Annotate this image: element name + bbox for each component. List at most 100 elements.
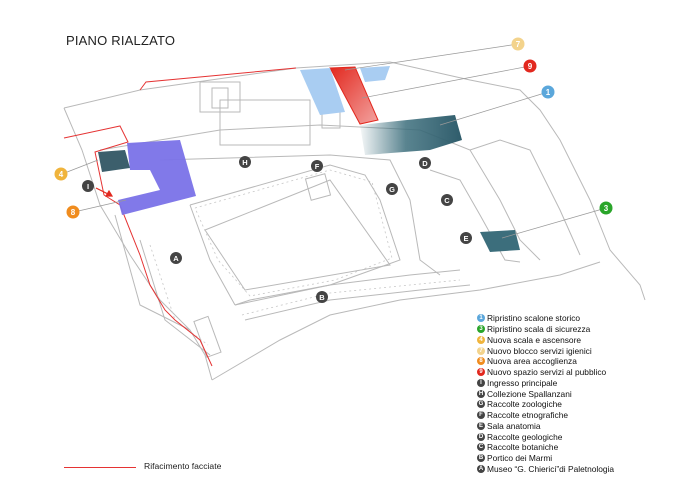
marker-C: C bbox=[441, 194, 453, 206]
marker-1: 1 bbox=[541, 85, 555, 99]
area-4-scala bbox=[98, 150, 130, 172]
facade-legend: Rifacimento facciate bbox=[64, 461, 244, 475]
leader-lines bbox=[61, 43, 607, 239]
svg-text:B: B bbox=[319, 293, 325, 302]
leader-7 bbox=[344, 43, 519, 71]
outer-wall-north bbox=[63, 61, 646, 301]
legend-label: Sala anatomia bbox=[487, 420, 541, 431]
facade-legend-line bbox=[64, 467, 136, 468]
legend-label: Ripristino scalone storico bbox=[487, 313, 581, 324]
marker-E: E bbox=[460, 232, 472, 244]
marker-H: H bbox=[239, 156, 251, 168]
legend-symbol: H bbox=[477, 389, 485, 398]
facade-legend-label: Rifacimento facciate bbox=[144, 461, 222, 471]
svg-text:4: 4 bbox=[59, 170, 64, 179]
room-stair-north bbox=[199, 81, 241, 113]
leader-4 bbox=[61, 159, 99, 175]
legend-symbol: 1 bbox=[477, 314, 485, 323]
facade-line bbox=[63, 125, 213, 367]
letter-markers: I H F D G C E A B bbox=[82, 156, 472, 303]
legend-symbol: 4 bbox=[477, 335, 485, 344]
area-8-accoglienza bbox=[118, 140, 196, 215]
legend-symbol: 3 bbox=[477, 325, 485, 334]
area-3-sicurezza bbox=[480, 230, 520, 252]
svg-text:1: 1 bbox=[546, 88, 551, 97]
legend-symbol: 8 bbox=[477, 357, 485, 366]
room-north-hall bbox=[219, 99, 311, 146]
legend-label: Raccolte geologiche bbox=[487, 431, 563, 442]
outer-wall-south bbox=[211, 261, 601, 381]
wing-east-outer bbox=[469, 139, 581, 256]
svg-text:3: 3 bbox=[604, 204, 609, 213]
courtyard-west bbox=[189, 204, 236, 306]
legend-symbol: 9 bbox=[477, 368, 485, 377]
legend-label: Nuovo blocco servizi igienici bbox=[487, 345, 592, 356]
legend-label: Ingresso principale bbox=[487, 377, 558, 388]
svg-text:8: 8 bbox=[71, 208, 76, 217]
marker-3: 3 bbox=[599, 201, 613, 215]
marker-B: B bbox=[316, 291, 328, 303]
svg-text:G: G bbox=[389, 185, 395, 194]
svg-text:A: A bbox=[173, 254, 179, 263]
svg-text:D: D bbox=[422, 159, 428, 168]
legend-label: Museo “G. Chierici”di Paletnologia bbox=[487, 463, 615, 474]
legend-label: Raccolte etnografiche bbox=[487, 410, 569, 421]
marker-I: I bbox=[82, 180, 94, 192]
legend-label: Raccolte zoologiche bbox=[487, 399, 562, 410]
area-1-scalone bbox=[360, 115, 462, 155]
leader-3 bbox=[501, 207, 607, 239]
entrance-arrow bbox=[95, 187, 114, 197]
stair-south bbox=[193, 315, 222, 358]
legend-symbol: G bbox=[477, 400, 485, 409]
marker-D: D bbox=[419, 157, 431, 169]
legend-symbol: C bbox=[477, 443, 485, 452]
legend-symbol: 7 bbox=[477, 346, 485, 355]
marker-4: 4 bbox=[54, 167, 68, 181]
legend-symbol: I bbox=[477, 378, 485, 387]
gallery-a bbox=[139, 239, 211, 356]
marker-9: 9 bbox=[523, 59, 537, 73]
legend-label: Raccolte botaniche bbox=[487, 442, 559, 453]
area-7-servizi-b bbox=[360, 66, 390, 82]
svg-text:C: C bbox=[444, 196, 450, 205]
svg-text:I: I bbox=[87, 182, 89, 191]
courtyard-inner bbox=[204, 179, 391, 291]
marker-7: 7 bbox=[511, 37, 525, 51]
marker-F: F bbox=[311, 160, 323, 172]
legend-label: Ripristino scala di sicurezza bbox=[487, 324, 591, 335]
legend-item: H Collezione Spallanzani bbox=[477, 388, 697, 399]
leader-1 bbox=[439, 91, 549, 126]
portico-b-inner bbox=[234, 269, 461, 306]
stair-north-icon bbox=[211, 87, 229, 109]
leader-9 bbox=[361, 65, 531, 99]
leader-8 bbox=[73, 199, 127, 213]
colonnade bbox=[149, 169, 461, 346]
svg-text:E: E bbox=[463, 234, 468, 243]
svg-text:F: F bbox=[315, 162, 320, 171]
legend-symbol: A bbox=[477, 464, 485, 473]
page-title: PIANO RIALZATO bbox=[66, 33, 176, 48]
legend-symbol: D bbox=[477, 432, 485, 441]
courtyard-outline bbox=[189, 164, 401, 306]
portico-b-outer bbox=[244, 284, 471, 321]
svg-text:9: 9 bbox=[528, 62, 533, 71]
gallery-a-outer bbox=[114, 214, 191, 331]
area-9-servizi bbox=[329, 66, 379, 125]
marker-A: A bbox=[170, 252, 182, 264]
legend-symbol: B bbox=[477, 454, 485, 463]
wing-east bbox=[429, 169, 521, 263]
